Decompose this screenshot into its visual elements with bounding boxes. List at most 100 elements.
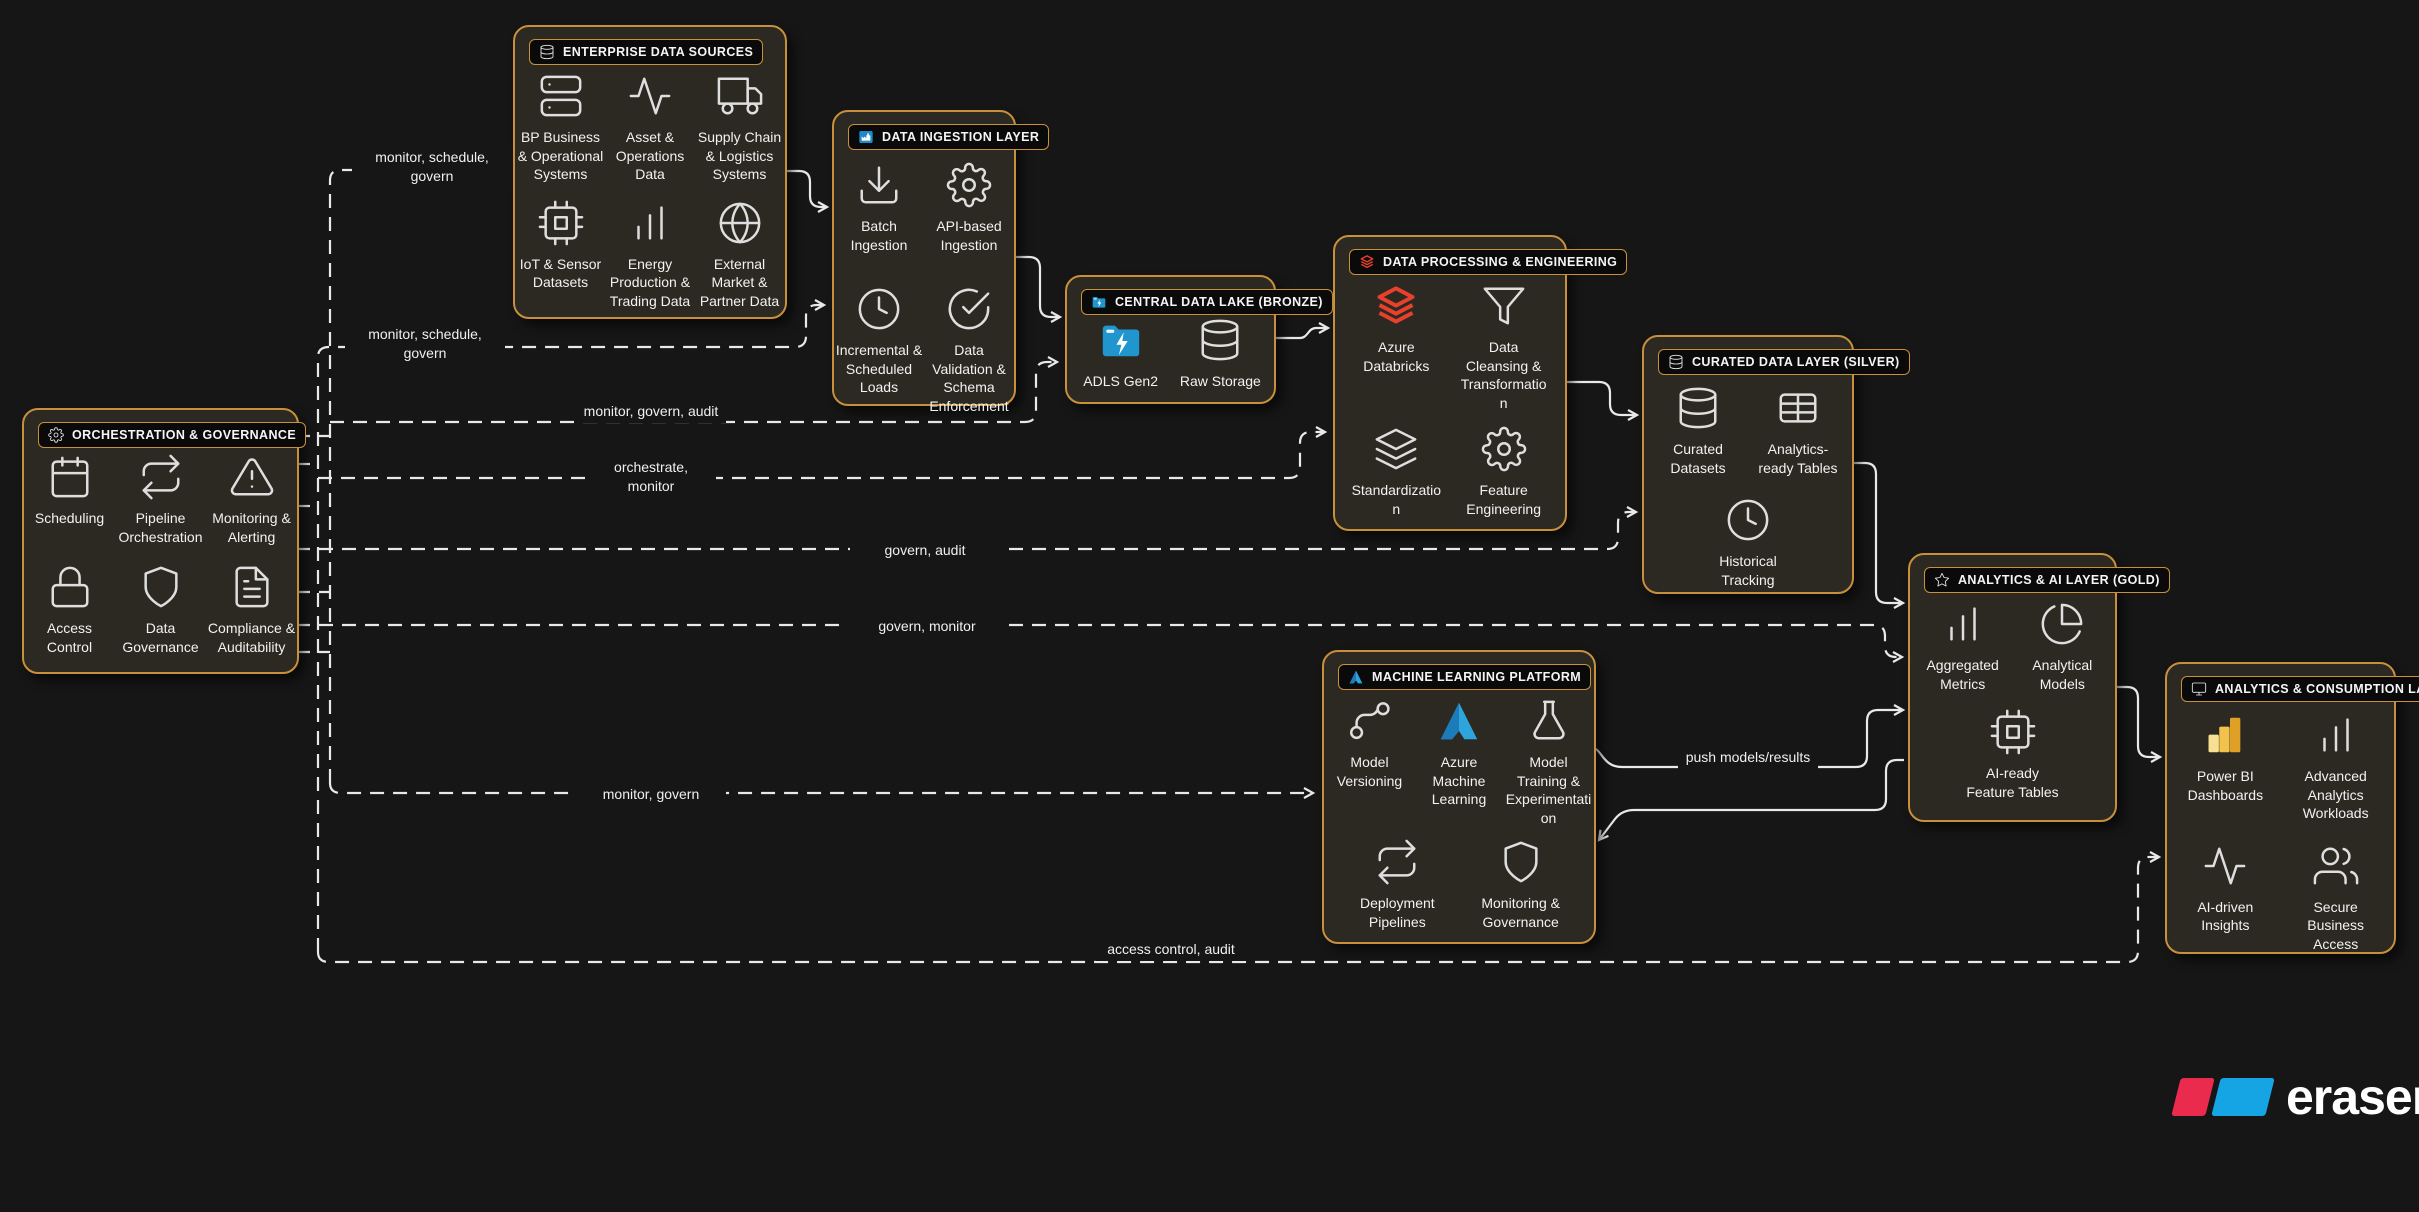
node-label: Model Versioning [1336, 754, 1403, 789]
node-bp-business-systems[interactable]: BP Business & Operational Systems [517, 73, 605, 184]
node-label: Feature Engineering [1466, 482, 1542, 518]
data-factory-icon [858, 129, 874, 145]
node-raw-storage[interactable]: Raw Storage [1174, 317, 1266, 391]
check-circle-icon [946, 286, 992, 332]
group-analytics-ai-layer-gold[interactable]: ANALYTICS & AI LAYER (GOLD) Aggregated M… [1908, 553, 2170, 822]
node-external-market-data[interactable]: External Market & Partner Data [696, 200, 784, 311]
node-pipeline-orchestration[interactable]: Pipeline Orchestration [115, 454, 206, 546]
node-standardization[interactable]: Standardization [1350, 426, 1442, 518]
globe-icon [717, 200, 763, 246]
edge-gov-to-ml[interactable] [328, 782, 1316, 799]
node-label: Historical Tracking [1719, 553, 1777, 588]
node-data-governance[interactable]: Data Governance [115, 564, 206, 656]
databricks-icon [1373, 283, 1419, 329]
edge-gov-to-ingestion[interactable] [316, 299, 827, 952]
star-icon [1934, 572, 1950, 588]
node-model-versioning[interactable]: Model Versioning [1326, 698, 1414, 790]
node-curated-datasets[interactable]: Curated Datasets [1652, 385, 1744, 477]
node-adls-gen2[interactable]: ADLS Gen2 [1075, 317, 1167, 391]
power-bi-icon [2202, 712, 2248, 758]
edge-processing-to-silver[interactable] [1563, 380, 1640, 421]
group-title-badge: ENTERPRISE DATA SOURCES [529, 39, 764, 65]
node-analytics-ready-tables[interactable]: Analytics-ready Tables [1752, 385, 1844, 477]
node-historical-tracking[interactable]: Historical Tracking [1702, 497, 1794, 589]
edge-label-push-models-results: push models/results [1678, 746, 1818, 769]
git-branch-icon [1347, 698, 1393, 744]
node-secure-business-access[interactable]: Secure Business Access [2284, 843, 2388, 954]
node-power-bi-dashboards[interactable]: Power BI Dashboards [2173, 712, 2277, 804]
lock-icon [47, 564, 93, 610]
node-model-training[interactable]: Model Training & Experimentation [1505, 698, 1593, 827]
edge-label-monitor-govern: monitor, govern [576, 783, 726, 806]
edge-gold-to-consumption[interactable] [2113, 685, 2163, 763]
node-ai-driven-insights[interactable]: AI-driven Insights [2173, 843, 2277, 935]
node-aggregated-metrics[interactable]: Aggregated Metrics [1916, 601, 2010, 693]
bar-chart-icon [627, 200, 673, 246]
node-monitoring-alerting[interactable]: Monitoring & Alerting [206, 454, 297, 546]
databricks-icon [1359, 254, 1375, 270]
file-text-icon [229, 564, 275, 610]
group-analytics-consumption-layer[interactable]: ANALYTICS & CONSUMPTION LAYER Power BI D… [2165, 662, 2419, 954]
node-azure-databricks[interactable]: Azure Databricks [1350, 283, 1442, 375]
edge-ml-to-gold-push[interactable] [1591, 704, 1906, 769]
node-deployment-pipelines[interactable]: Deployment Pipelines [1347, 839, 1447, 931]
node-energy-trading-data[interactable]: Energy Production & Trading Data [606, 200, 694, 311]
node-data-cleansing[interactable]: Data Cleansing & Transformation [1458, 283, 1550, 412]
edge-gov-to-consumption[interactable] [316, 851, 2162, 964]
node-azure-machine-learning[interactable]: Azure Machine Learning [1415, 698, 1503, 809]
edge-gov-to-sources[interactable] [328, 164, 503, 783]
edge-lake-to-processing[interactable] [1272, 322, 1331, 340]
node-supply-chain-systems[interactable]: Supply Chain & Logistics Systems [696, 73, 784, 184]
users-icon [2313, 843, 2359, 889]
pie-chart-icon [2039, 601, 2085, 647]
edge-sources-to-ingestion[interactable] [782, 169, 830, 213]
repeat-icon [1374, 839, 1420, 885]
server-icon [538, 73, 584, 119]
edge-ingestion-to-lake[interactable] [1012, 255, 1063, 323]
node-label: External Market & Partner Data [699, 255, 780, 310]
node-api-based-ingestion[interactable]: API-based Ingestion [924, 162, 1014, 254]
node-label: Energy Production & Trading Data [609, 255, 691, 310]
edge-silver-to-gold[interactable] [1850, 461, 1906, 609]
node-iot-sensor-datasets[interactable]: IoT & Sensor Datasets [517, 200, 605, 292]
node-ai-ready-feature-tables[interactable]: AI-ready Feature Tables [1966, 709, 2060, 801]
group-title: DATA INGESTION LAYER [882, 130, 1040, 144]
node-asset-operations-data[interactable]: Asset & Operations Data [606, 73, 694, 184]
edge-gold-to-ml-return[interactable] [1597, 758, 1904, 842]
group-data-processing-engineering[interactable]: DATA PROCESSING & ENGINEERING Azure Data… [1333, 235, 1628, 531]
database-icon [1197, 317, 1243, 363]
edge-gov-to-processing[interactable] [318, 426, 1328, 480]
node-scheduling[interactable]: Scheduling [24, 454, 115, 528]
node-analytical-models[interactable]: Analytical Models [2015, 601, 2109, 693]
node-label: Deployment Pipelines [1359, 895, 1435, 931]
node-label: Advanced Analytics Workloads [2302, 768, 2369, 822]
node-batch-ingestion[interactable]: Batch Ingestion [834, 162, 924, 254]
group-curated-data-layer-silver[interactable]: CURATED DATA LAYER (SILVER) Curated Data… [1642, 335, 1910, 594]
group-title-badge: DATA PROCESSING & ENGINEERING [1349, 249, 1628, 275]
edge-gov-to-silver[interactable] [296, 506, 1639, 551]
group-enterprise-data-sources[interactable]: ENTERPRISE DATA SOURCES BP Business & Op… [513, 25, 787, 319]
group-data-ingestion-layer[interactable]: DATA INGESTION LAYER Batch Ingestion API… [832, 110, 1050, 414]
gear-icon [48, 427, 64, 443]
group-machine-learning-platform[interactable]: MACHINE LEARNING PLATFORM Model Versioni… [1322, 650, 1596, 944]
clock-icon [856, 286, 902, 332]
node-access-control[interactable]: Access Control [24, 564, 115, 656]
edge-gov-to-lake[interactable] [330, 356, 1060, 424]
group-orchestration-governance[interactable]: ORCHESTRATION & GOVERNANCE Scheduling Pi… [22, 408, 307, 674]
bar-chart-icon [1940, 601, 1986, 647]
edge-gov-to-gold[interactable] [296, 623, 1905, 663]
node-label: ADLS Gen2 [1083, 373, 1159, 389]
node-feature-engineering[interactable]: Feature Engineering [1458, 426, 1550, 518]
node-incremental-loads[interactable]: Incremental & Scheduled Loads [834, 286, 924, 397]
node-advanced-analytics[interactable]: Advanced Analytics Workloads [2284, 712, 2388, 823]
activity-icon [627, 73, 673, 119]
eraser-brand-text: eraser [2286, 1069, 2419, 1125]
group-title-badge: ANALYTICS & CONSUMPTION LAYER [2181, 676, 2419, 702]
node-label: Monitoring & Alerting [212, 510, 291, 545]
group-central-data-lake-bronze[interactable]: CENTRAL DATA LAKE (BRONZE) ADLS Gen2 Raw… [1065, 275, 1333, 404]
group-title: ANALYTICS & AI LAYER (GOLD) [1958, 573, 2160, 587]
node-data-validation[interactable]: Data Validation & Schema Enforcement [924, 286, 1014, 415]
node-compliance-auditability[interactable]: Compliance & Auditability [206, 564, 297, 656]
node-monitoring-governance[interactable]: Monitoring & Governance [1471, 839, 1571, 931]
